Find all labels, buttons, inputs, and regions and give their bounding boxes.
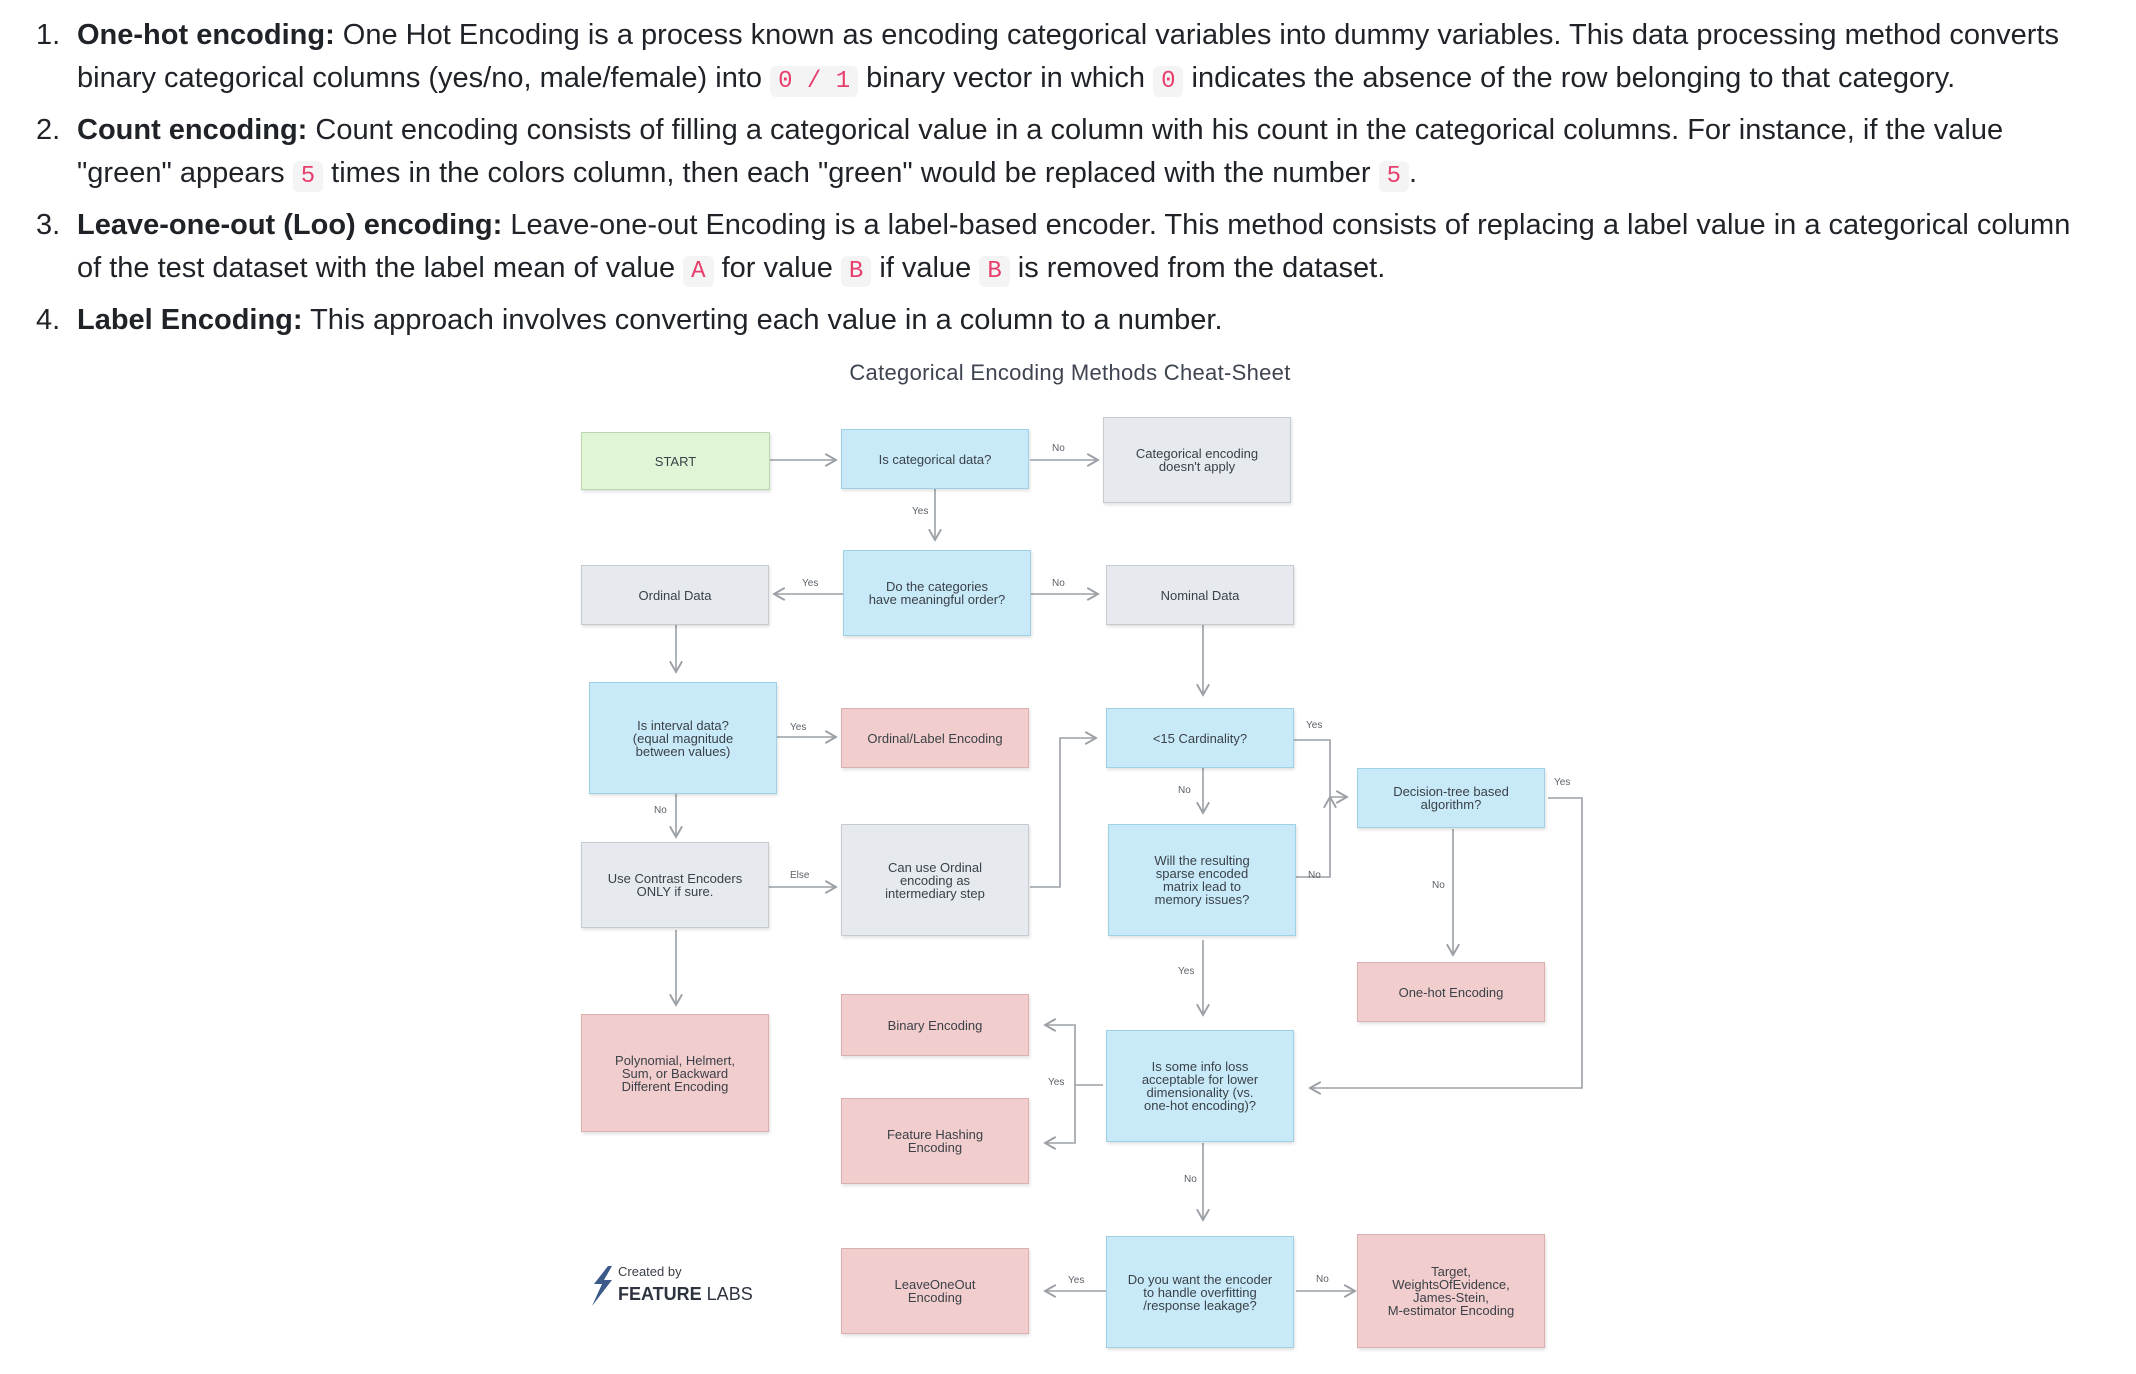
- leave-one-out-encoding-node: LeaveOneOut Encoding: [841, 1248, 1029, 1334]
- edge-label: No: [654, 805, 667, 816]
- target-encoding-node: Target, WeightsOfEvidence, James-Stein, …: [1357, 1234, 1545, 1348]
- interval-node: Is interval data? (equal magnitude betwe…: [589, 682, 777, 794]
- edge-label: Yes: [1306, 720, 1323, 731]
- ordinal-label-encoding-node: Ordinal/Label Encoding: [841, 708, 1029, 768]
- memory-issues-node: Will the resulting sparse encoded matrix…: [1108, 824, 1296, 936]
- description: indicates the absence of the row belongi…: [1183, 62, 1956, 94]
- edge-label: No: [1052, 443, 1065, 454]
- list-item-one-hot: 1. One-hot encoding: One Hot Encoding is…: [36, 14, 2096, 103]
- polynomial-encoding-node: Polynomial, Helmert, Sum, or Backward Di…: [581, 1014, 769, 1132]
- description: if value: [871, 252, 980, 284]
- list-number: 1.: [36, 19, 61, 51]
- list-item-count: 2. Count encoding: Count encoding consis…: [36, 109, 2096, 198]
- overfitting-node: Do you want the encoder to handle overfi…: [1106, 1236, 1294, 1348]
- edge-label: No: [1316, 1274, 1329, 1285]
- list-item-leave-one-out: 3. Leave-one-out (Loo) encoding: Leave-o…: [36, 204, 2096, 293]
- description: .: [1409, 157, 1418, 189]
- created-by-text: Created by: [618, 1264, 682, 1279]
- edge-label: No: [1052, 578, 1065, 589]
- list-item-label: 4. Label Encoding: This approach involve…: [36, 299, 2096, 342]
- encoding-methods-list: 1. One-hot encoding: One Hot Encoding is…: [36, 14, 2096, 348]
- inline-code: B: [979, 256, 1010, 287]
- description: Leave-one-out Encoding is a label-based …: [77, 209, 2071, 284]
- doesnt-apply-node: Categorical encoding doesn't apply: [1103, 417, 1291, 503]
- inline-code: 0 / 1: [770, 66, 859, 97]
- term: Count encoding:: [77, 114, 308, 146]
- one-hot-encoding-node: One-hot Encoding: [1357, 962, 1545, 1022]
- term: One-hot encoding:: [77, 19, 335, 51]
- start-node: START: [581, 432, 770, 490]
- edge-label: No: [1432, 880, 1445, 891]
- inline-code: 5: [292, 161, 324, 192]
- list-number: 2.: [36, 114, 61, 146]
- description: One Hot Encoding is a process known as e…: [77, 19, 2060, 94]
- description: binary vector in which: [858, 62, 1154, 94]
- term: Leave-one-out (Loo) encoding:: [77, 209, 503, 241]
- description: for value: [713, 252, 841, 284]
- edge-label: Yes: [1068, 1275, 1085, 1286]
- contrast-encoders-node: Use Contrast Encoders ONLY if sure.: [581, 842, 769, 928]
- is-categorical-node: Is categorical data?: [841, 429, 1029, 489]
- brand-bold: FEATURE: [618, 1284, 702, 1304]
- edge-label: Yes: [1048, 1077, 1065, 1088]
- edge-label: Else: [790, 870, 810, 881]
- feature-labs-logo-icon: [592, 1266, 612, 1306]
- edge-label: No: [1184, 1174, 1197, 1185]
- binary-encoding-node: Binary Encoding: [841, 994, 1029, 1056]
- description: times in the colors column, then each "g…: [323, 157, 1379, 189]
- intermediary-step-node: Can use Ordinal encoding as intermediary…: [841, 824, 1029, 936]
- edge-label: Yes: [1554, 777, 1571, 788]
- description: is removed from the dataset.: [1009, 252, 1386, 284]
- edge-label: No: [1178, 785, 1191, 796]
- inline-code: B: [840, 256, 872, 287]
- cheatsheet-title: Categorical Encoding Methods Cheat-Sheet: [849, 360, 1291, 385]
- inline-code: 0: [1153, 66, 1184, 97]
- inline-code: A: [683, 256, 714, 287]
- edge-label: Yes: [912, 506, 929, 517]
- list-number: 4.: [36, 304, 61, 336]
- ordinal-data-node: Ordinal Data: [581, 565, 769, 625]
- cardinality-node: <15 Cardinality?: [1106, 708, 1294, 768]
- meaningful-order-node: Do the categories have meaningful order?: [843, 550, 1031, 636]
- list-number: 3.: [36, 209, 61, 241]
- edge-label: Yes: [790, 722, 807, 733]
- feature-labs-logo: Created by FEATURE LABS: [590, 1264, 753, 1313]
- edge-label: Yes: [802, 578, 819, 589]
- description: Count encoding consists of filling a cat…: [77, 114, 2004, 189]
- inline-code: 5: [1378, 161, 1409, 192]
- nominal-data-node: Nominal Data: [1106, 565, 1294, 625]
- info-loss-node: Is some info loss acceptable for lower d…: [1106, 1030, 1294, 1142]
- description: This approach involves converting each v…: [302, 304, 1223, 336]
- term: Label Encoding:: [77, 304, 303, 336]
- feature-hashing-node: Feature Hashing Encoding: [841, 1098, 1029, 1184]
- edge-label: No: [1308, 870, 1321, 881]
- edge-label: Yes: [1178, 966, 1195, 977]
- decision-tree-node: Decision-tree based algorithm?: [1357, 768, 1545, 828]
- brand-light: LABS: [701, 1284, 753, 1304]
